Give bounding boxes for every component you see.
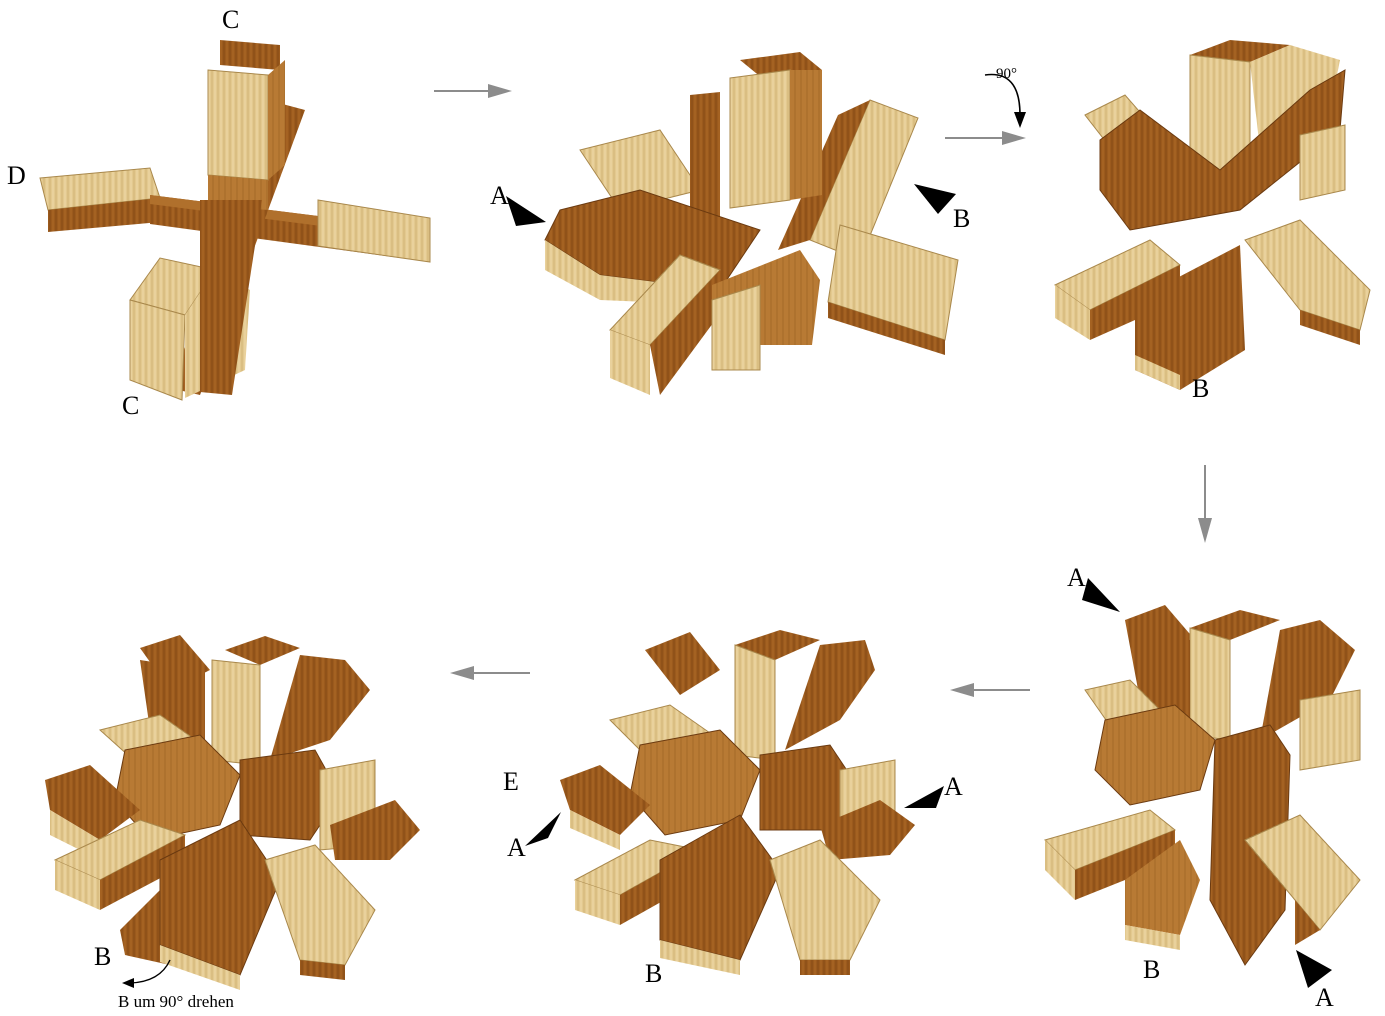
label-s2-a: A: [490, 181, 509, 210]
label-s5-b: B: [645, 959, 662, 988]
pointer-triangle-icon: [904, 786, 944, 808]
stage-6-illustration: [45, 635, 420, 990]
stage-3-illustration: [1055, 40, 1370, 390]
label-s6-note: B um 90° drehen: [118, 992, 234, 1011]
pointer-triangle-icon: [914, 184, 956, 214]
label-s4-b: B: [1143, 955, 1160, 984]
rotate-arrow-icon: [985, 75, 1026, 129]
label-s1-c-bottom: C: [122, 391, 139, 420]
label-s5-a-right: A: [944, 772, 963, 801]
label-s5-a-left: A: [507, 833, 526, 862]
flow-arrow-left-icon: [950, 683, 1030, 697]
stage-1-illustration: [40, 40, 430, 400]
rotate-arrow-icon: [122, 960, 170, 988]
label-s3-b: B: [1192, 374, 1209, 403]
label-s3-rotation: 90°: [996, 66, 1017, 82]
pointer-triangle-icon: [1082, 578, 1120, 612]
stage-4-illustration: [1045, 605, 1360, 965]
flow-arrow-right-icon: [945, 131, 1026, 145]
flow-arrow-right-icon: [434, 84, 512, 98]
stage-2-illustration: [545, 52, 958, 395]
label-s6-b: B: [94, 942, 111, 971]
stage-5-illustration: [560, 630, 915, 975]
flow-arrow-down-icon: [1198, 465, 1212, 543]
pointer-triangle-icon: [506, 196, 546, 226]
label-s4-a-bottom: A: [1315, 983, 1334, 1011]
label-s5-e: E: [503, 767, 519, 796]
label-s2-b: B: [953, 204, 970, 233]
pointer-triangle-icon: [525, 812, 561, 846]
label-s1-c-top: C: [222, 5, 239, 34]
label-s1-d: D: [7, 161, 26, 190]
label-s4-a-top: A: [1067, 563, 1086, 592]
flow-arrow-left-icon: [450, 666, 530, 680]
